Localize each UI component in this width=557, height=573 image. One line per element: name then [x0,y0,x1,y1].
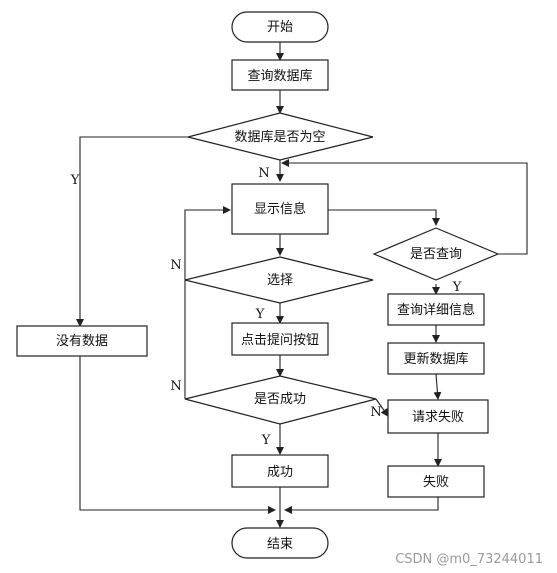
node-no-data: 没有数据 [16,325,148,357]
node-query-db: 查询数据库 [231,59,329,91]
node-success-label: 成功 [267,465,293,480]
edge-labels: Y N Y Y N N N Y [70,166,462,448]
node-db-empty: 数据库是否为空 [187,112,374,161]
edge-empty-to-nodata [76,136,188,327]
label-choose-yes: Y [255,307,265,322]
node-fail-label: 失败 [423,475,449,490]
node-no-data-label: 没有数据 [56,334,108,349]
node-is-success: 是否成功 [184,375,377,425]
node-query-db-label: 查询数据库 [247,68,312,84]
node-db-empty-label: 数据库是否为空 [234,129,325,145]
node-start: 开始 [231,11,329,43]
node-start-label: 开始 [267,20,293,35]
node-end: 结束 [231,527,329,559]
node-choose: 选择 [184,256,374,304]
edge-isquery-loop [281,159,528,255]
node-query-detail: 查询详细信息 [387,293,485,326]
node-click-button: 点击提问按钮 [231,322,329,356]
edge-nodata-to-end [79,356,276,514]
edge-update-to-fail-request [433,373,442,400]
node-end-label: 结束 [267,537,293,552]
label-empty-no: N [258,166,269,181]
node-is-query: 是否查询 [372,227,500,281]
label-success-no-left: N [170,379,181,394]
edge-fail-to-end [284,497,439,514]
label-choose-no: N [170,258,181,273]
node-show-info-label: 显示信息 [254,201,306,217]
node-update-db-label: 更新数据库 [403,351,468,367]
node-click-button-label: 点击提问按钮 [241,332,319,348]
edge-show-to-isquery [328,209,440,226]
node-update-db: 更新数据库 [387,342,485,375]
label-success-yes: Y [261,433,271,448]
label-empty-yes: Y [70,173,80,188]
node-query-detail-label: 查询详细信息 [397,302,475,318]
edges [76,42,528,528]
node-is-success-label: 是否成功 [254,392,306,407]
edge-choose-loop [184,206,231,280]
watermark: CSDN @m0_73244011 [395,552,543,567]
label-query-yes: Y [452,280,462,295]
node-is-query-label: 是否查询 [410,247,462,262]
node-choose-label: 选择 [267,273,293,288]
label-success-no-right: N [370,405,381,420]
edge-success-to-request-fail [375,398,389,417]
node-fail: 失败 [387,465,485,498]
node-request-fail: 请求失败 [387,399,489,434]
node-success: 成功 [231,454,329,488]
node-show-info: 显示信息 [231,183,329,235]
node-request-fail-label: 请求失败 [412,410,464,425]
